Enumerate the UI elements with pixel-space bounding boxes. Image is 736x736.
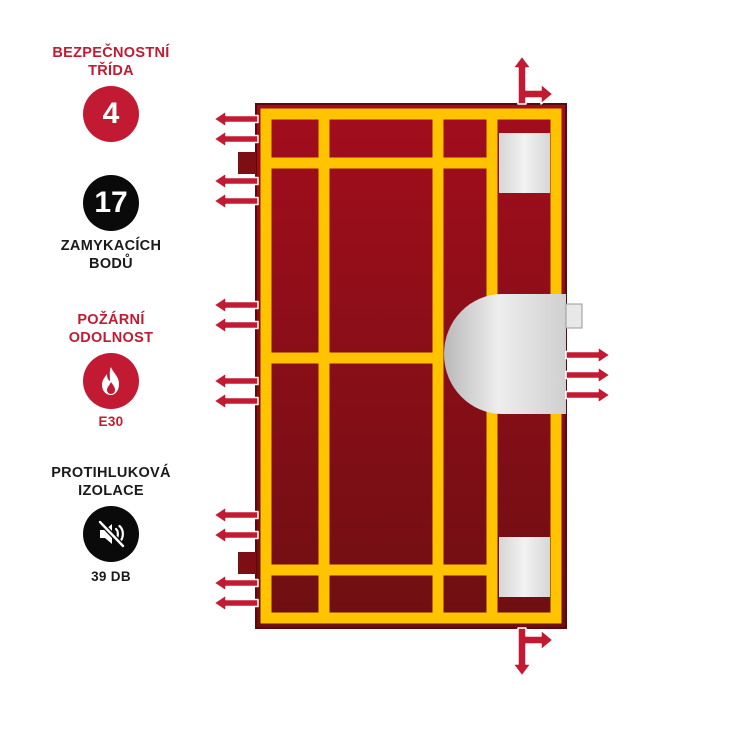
left-arrow-5-1 [213, 594, 259, 612]
bottom-arrow [512, 627, 554, 677]
left-arrow-3-1 [213, 392, 259, 410]
feature-noise-insulation: PROTIHLUKOVÁ IZOLACE 39 DB [30, 464, 192, 586]
feature-fire-resistance: POŽÁRNÍ ODOLNOST E30 [30, 311, 192, 431]
left-arrow-2-0 [213, 296, 259, 314]
left-arrow-1-0 [213, 172, 259, 190]
hinge-tab-top [238, 152, 256, 174]
noise-insulation-title-2: IZOLACE [78, 483, 144, 499]
hinge-tab-bottom [238, 552, 256, 574]
noise-insulation-title-1: PROTIHLUKOVÁ [51, 465, 171, 481]
left-arrow-3-0 [213, 372, 259, 390]
left-arrow-1-1 [213, 192, 259, 210]
security-class-title-1: BEZPEČNOSTNÍ [52, 45, 170, 61]
left-arrow-5-0 [213, 574, 259, 592]
noise-insulation-value: 39 DB [91, 569, 131, 584]
flame-icon [102, 367, 119, 395]
central-lock [444, 294, 566, 414]
left-arrow-2-1 [213, 316, 259, 334]
left-arrow-0-1 [213, 130, 259, 148]
fire-resistance-title-2: ODOLNOST [68, 330, 154, 346]
locking-points-caption-1: ZAMYKACÍCH [60, 238, 162, 254]
security-class-title-2: TŘÍDA [88, 63, 134, 79]
locking-points-caption-2: BODŮ [89, 256, 133, 272]
security-class-badge: 4 [83, 86, 139, 142]
left-arrow-4-1 [213, 526, 259, 544]
fire-resistance-title-1: POŽÁRNÍ [77, 312, 145, 328]
left-arrow-0-0 [213, 110, 259, 128]
security-class-value: 4 [102, 97, 120, 130]
feature-security-class: BEZPEČNOSTNÍ TŘÍDA 4 [30, 44, 192, 142]
right-arrow-1 [565, 366, 611, 384]
lock-bolt-top [499, 133, 550, 193]
noise-insulation-badge [83, 506, 139, 562]
fire-resistance-value: E30 [98, 414, 124, 429]
speaker-muted-icon [98, 520, 125, 548]
feature-locking-points: 17 ZAMYKACÍCH BODŮ [30, 175, 192, 273]
right-arrow-2 [565, 386, 611, 404]
bolt-direction-arrows [213, 55, 611, 677]
top-arrow [512, 55, 554, 105]
left-arrow-4-0 [213, 506, 259, 524]
fire-resistance-badge [83, 353, 139, 409]
locking-points-value: 17 [94, 186, 128, 219]
lock-bolt-bottom [499, 537, 550, 597]
latch-tab [565, 303, 583, 329]
right-arrow-0 [565, 346, 611, 364]
locking-points-badge: 17 [83, 175, 139, 231]
